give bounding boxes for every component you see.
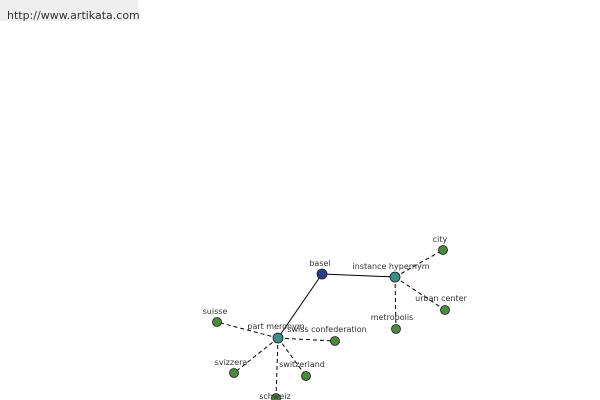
node-label-metropolis[interactable]: metropolis <box>371 313 413 322</box>
node-schweiz[interactable] <box>271 393 281 400</box>
node-city[interactable] <box>438 245 448 255</box>
node-instance-hypernym[interactable] <box>389 271 401 283</box>
edge-basel-to-part-meronym <box>277 273 323 339</box>
site-url[interactable]: http://www.artikata.com <box>7 9 140 22</box>
node-metropolis[interactable] <box>391 324 401 334</box>
node-label-swiss-confederation[interactable]: swiss confederation <box>287 325 366 334</box>
edge-part-meronym-to-switzerland <box>277 337 307 377</box>
node-urban-center[interactable] <box>440 305 450 315</box>
edge-instance-hypernym-to-urban-center <box>394 276 446 311</box>
node-label-part-meronym[interactable]: part meronym <box>247 322 304 331</box>
node-label-instance-hypernym[interactable]: instance hypernym <box>353 262 430 271</box>
edge-part-meronym-to-schweiz <box>275 337 279 399</box>
node-label-svizzera[interactable]: svizzera <box>215 358 248 367</box>
edge-part-meronym-to-svizzera <box>233 337 279 374</box>
node-svizzera[interactable] <box>229 368 239 378</box>
edge-instance-hypernym-to-metropolis <box>394 276 397 330</box>
node-label-schweiz[interactable]: schweiz <box>259 392 291 400</box>
node-suisse[interactable] <box>212 317 222 327</box>
edge-part-meronym-to-suisse <box>216 321 279 339</box>
node-label-switzerland[interactable]: switzerland <box>279 360 325 369</box>
graph-labels: basel instance hypernym part meronym city ur… <box>203 235 468 400</box>
edge-basel-to-instance-hypernym <box>321 273 396 278</box>
node-switzerland[interactable] <box>301 371 311 381</box>
edge-instance-hypernym-to-city <box>394 249 444 278</box>
url-bar: http://www.artikata.com <box>0 0 140 22</box>
node-label-urban-center[interactable]: urban center <box>415 294 467 303</box>
edge-part-meronym-to-swiss-confederation <box>277 337 336 342</box>
node-label-city[interactable]: city <box>433 235 448 244</box>
node-swiss-confederation[interactable] <box>330 336 340 346</box>
graph-nodes <box>212 245 450 400</box>
node-part-meronym[interactable] <box>272 332 284 344</box>
node-label-basel[interactable]: basel <box>309 259 330 268</box>
node-basel[interactable] <box>316 268 328 280</box>
graph-edges <box>216 249 446 399</box>
node-label-suisse[interactable]: suisse <box>203 307 228 316</box>
